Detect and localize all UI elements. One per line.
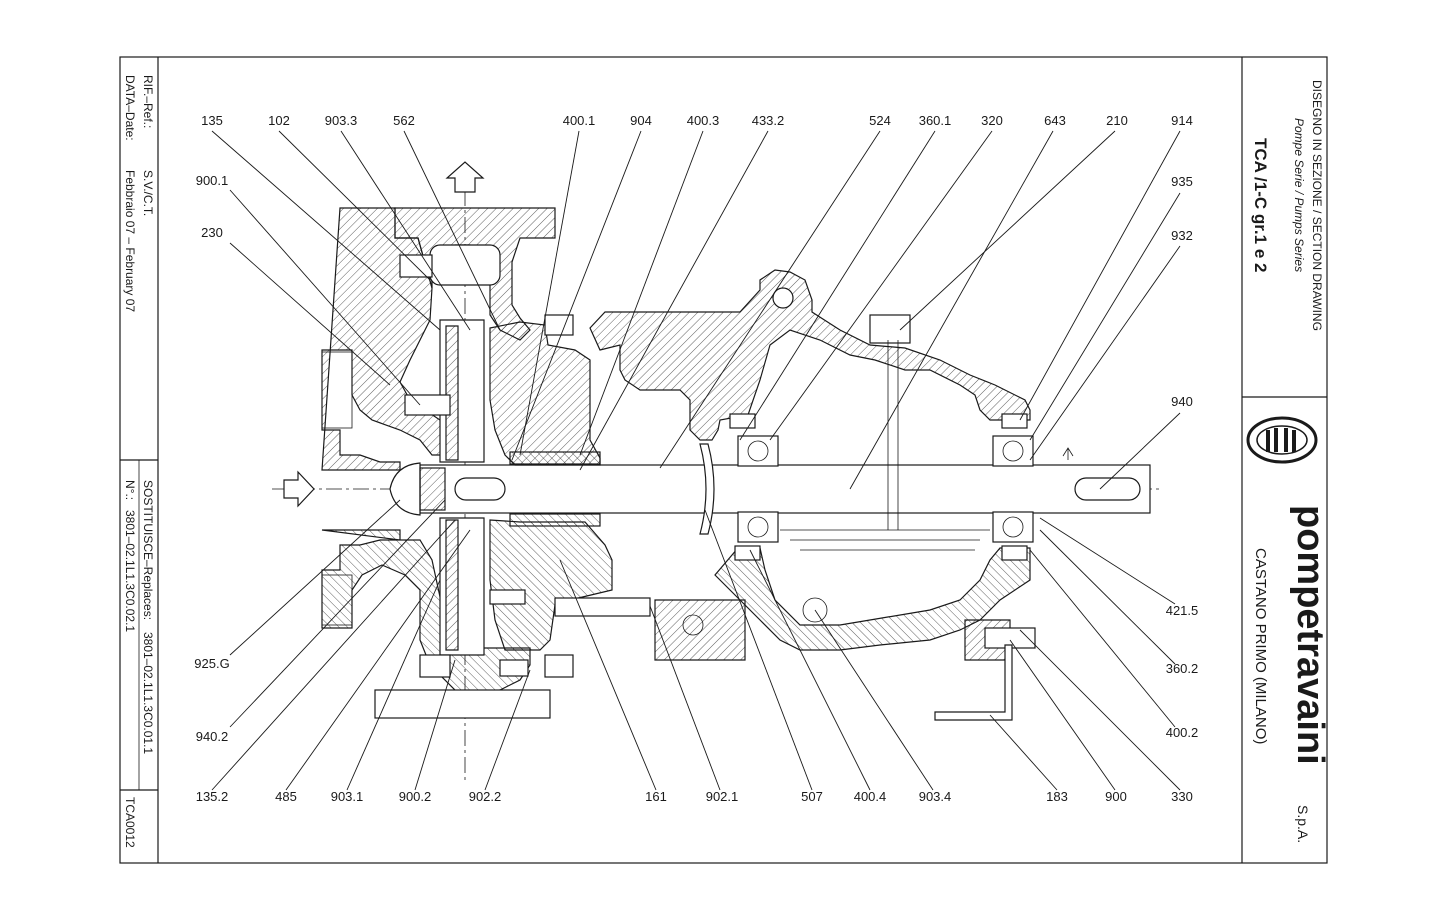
part-label: 643 (1044, 113, 1066, 128)
part-label: 433.2 (752, 113, 785, 128)
number-label: N°.: (123, 480, 137, 500)
brand-logo-icon (1246, 416, 1318, 464)
drawing-title: DISEGNO IN SEZIONE / SECTION DRAWING (1310, 80, 1324, 331)
part-label: 562 (393, 113, 415, 128)
number-value: 3801–02.1L1.3C0.02.1 (123, 510, 137, 632)
part-label: 900.2 (399, 789, 432, 804)
part-label: 940 (1171, 394, 1193, 409)
part-labels-top: 135 102 903.3 562 400.1 904 400.3 433.2 … (201, 113, 1193, 128)
pump-section-drawing (272, 161, 1160, 780)
part-label: 135 (201, 113, 223, 128)
part-label: 102 (268, 113, 290, 128)
part-label: 400.4 (854, 789, 887, 804)
part-label: 330 (1171, 789, 1193, 804)
date-label: DATA–Date: (123, 75, 137, 141)
location: CASTANO PRIMO (MILANO) (1252, 548, 1269, 744)
outlet-arrow-icon (445, 161, 485, 193)
inlet-arrow-icon (283, 470, 315, 508)
part-label: 903.1 (331, 789, 364, 804)
part-label: 400.3 (687, 113, 720, 128)
part-label: 935 (1171, 174, 1193, 189)
model-title: TCA /1-C gr.1 e 2 (1251, 138, 1270, 272)
part-label: 360.2 (1166, 661, 1199, 676)
drawing-code: TCA0012 (123, 797, 137, 848)
part-label: 904 (630, 113, 652, 128)
part-label: 914 (1171, 113, 1193, 128)
part-label: 400.1 (563, 113, 596, 128)
brand-name: pompetravaini (1289, 505, 1331, 765)
part-label: 902.2 (469, 789, 502, 804)
part-label: 320 (981, 113, 1003, 128)
date-value: Febbraio 07 – February 07 (123, 170, 137, 312)
part-label: 900.1 (196, 173, 229, 188)
part-label: 230 (201, 225, 223, 240)
series-line: Pompe Serie / Pumps Series (1292, 118, 1306, 272)
part-label: 903.3 (325, 113, 358, 128)
leader-lines (211, 130, 1181, 791)
part-label: 900 (1105, 789, 1127, 804)
part-labels-right: 935 932 940 421.5 360.2 400.2 (1166, 174, 1199, 740)
part-labels-bottom: 135.2 485 903.1 900.2 902.2 161 902.1 50… (196, 789, 1193, 804)
replaces-label: SOSTITUISCE–Replaces: (141, 480, 155, 620)
part-label: 925.G (194, 656, 229, 671)
part-label: 421.5 (1166, 603, 1199, 618)
part-label: 902.1 (706, 789, 739, 804)
part-label: 932 (1171, 228, 1193, 243)
ref-value: S.V./C.T. (141, 170, 155, 216)
part-label: 135.2 (196, 789, 229, 804)
outer-border (119, 56, 1328, 864)
part-label: 485 (275, 789, 297, 804)
part-label: 210 (1106, 113, 1128, 128)
side-panel: RIF.–Ref.: S.V./C.T. DATA–Date: Febbraio… (123, 75, 155, 848)
part-label: 183 (1046, 789, 1068, 804)
part-label: 940.2 (196, 729, 229, 744)
part-label: 507 (801, 789, 823, 804)
title-block: DISEGNO IN SEZIONE / SECTION DRAWING Pom… (1246, 80, 1331, 843)
ref-label: RIF.–Ref.: (141, 75, 155, 128)
part-label: 360.1 (919, 113, 952, 128)
part-label: 400.2 (1166, 725, 1199, 740)
part-labels-left: 900.1 230 925.G 940.2 (194, 173, 229, 744)
brand-suffix: S.p.A. (1295, 805, 1311, 843)
part-label: 903.4 (919, 789, 952, 804)
part-label: 524 (869, 113, 891, 128)
replaces-value: 3801–02.1L1.3C0.01.1 (141, 632, 155, 754)
part-label: 161 (645, 789, 667, 804)
